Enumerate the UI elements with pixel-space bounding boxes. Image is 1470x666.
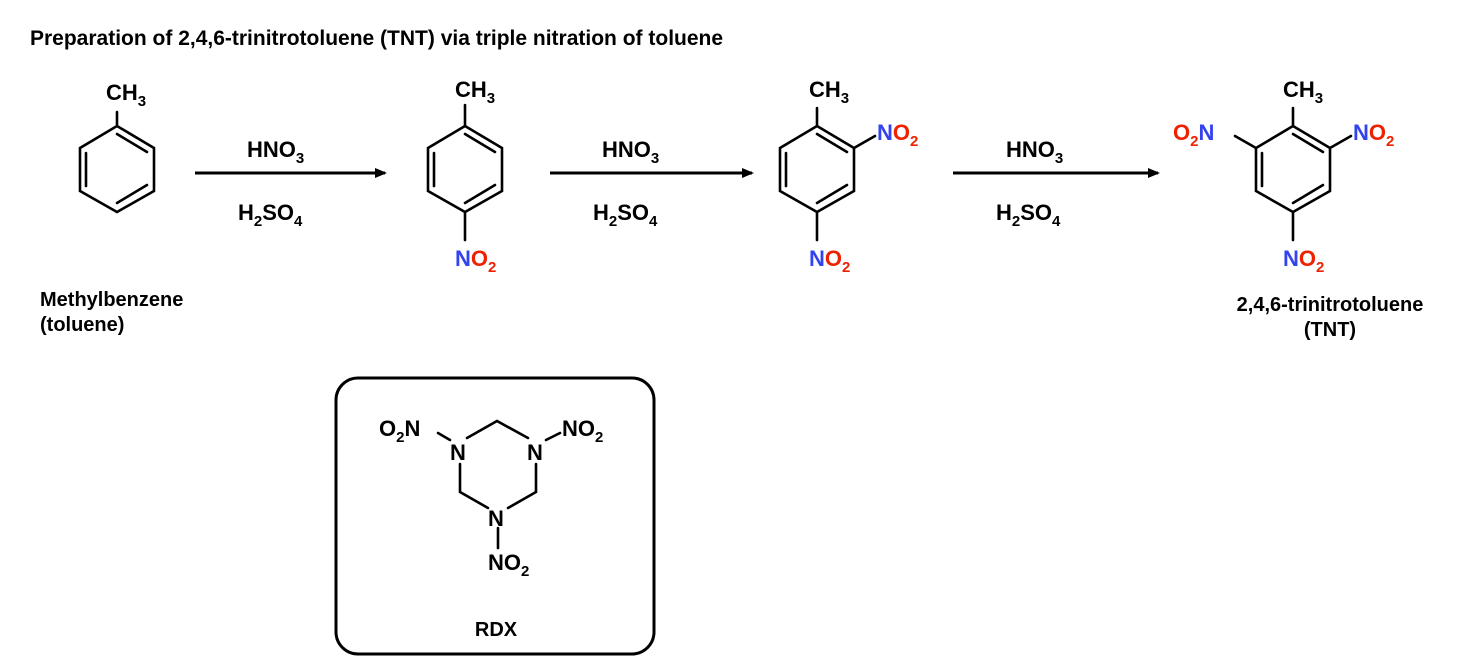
reagent-sulfuric-acid: H2SO4 <box>238 200 303 230</box>
methyl-group: CH3 <box>1283 77 1323 107</box>
toluene-name: Methylbenzene <box>40 289 183 311</box>
rdx-nitro-left: O2N <box>379 416 420 446</box>
toluene-structure: CH3 <box>78 80 156 214</box>
reagent-sulfuric-acid: H2SO4 <box>996 200 1061 230</box>
rdx-nitro-right: NO2 <box>562 416 603 446</box>
nitro-group-ortho: NO2 <box>877 120 918 150</box>
reaction-arrow-1: HNO3 H2SO4 <box>195 137 387 230</box>
reaction-arrow-3: HNO3 H2SO4 <box>953 137 1160 230</box>
scheme-title: Preparation of 2,4,6-trinitrotoluene (TN… <box>30 27 723 50</box>
methyl-group: CH3 <box>455 77 495 107</box>
tnt-abbreviation: (TNT) <box>1304 319 1356 341</box>
methyl-group: CH3 <box>106 80 146 110</box>
rdx-nitro-bottom: NO2 <box>488 550 529 580</box>
nitro-group-para: NO2 <box>1283 246 1324 276</box>
nitro-group-para: NO2 <box>455 246 496 276</box>
rdx-label: RDX <box>475 619 518 641</box>
rdx-panel: N N N O2N NO2 NO2 RDX <box>334 376 656 656</box>
reaction-arrow-2: HNO3 H2SO4 <box>550 137 754 230</box>
tnt-structure: CH3 NO2 O2N NO2 <box>1173 77 1394 276</box>
rdx-nitrogen-3: N <box>488 506 504 531</box>
reagent-nitric-acid: HNO3 <box>247 137 304 167</box>
nitro-group-ortho-left: O2N <box>1173 120 1214 150</box>
rdx-nitrogen-2: N <box>527 440 543 465</box>
methyl-group: CH3 <box>809 77 849 107</box>
reagent-sulfuric-acid: H2SO4 <box>593 200 658 230</box>
nitro-group-ortho-right: NO2 <box>1353 120 1394 150</box>
tnt-name: 2,4,6-trinitrotoluene <box>1237 294 1424 316</box>
reagent-nitric-acid: HNO3 <box>602 137 659 167</box>
nitrotoluene-structure: CH3 NO2 <box>426 77 504 276</box>
nitro-group-para: NO2 <box>809 246 850 276</box>
dinitrotoluene-structure: CH3 NO2 NO2 <box>778 77 918 276</box>
reagent-nitric-acid: HNO3 <box>1006 137 1063 167</box>
rdx-frame <box>334 376 656 656</box>
toluene-name-alt: (toluene) <box>40 314 124 336</box>
rdx-nitrogen-1: N <box>450 440 466 465</box>
